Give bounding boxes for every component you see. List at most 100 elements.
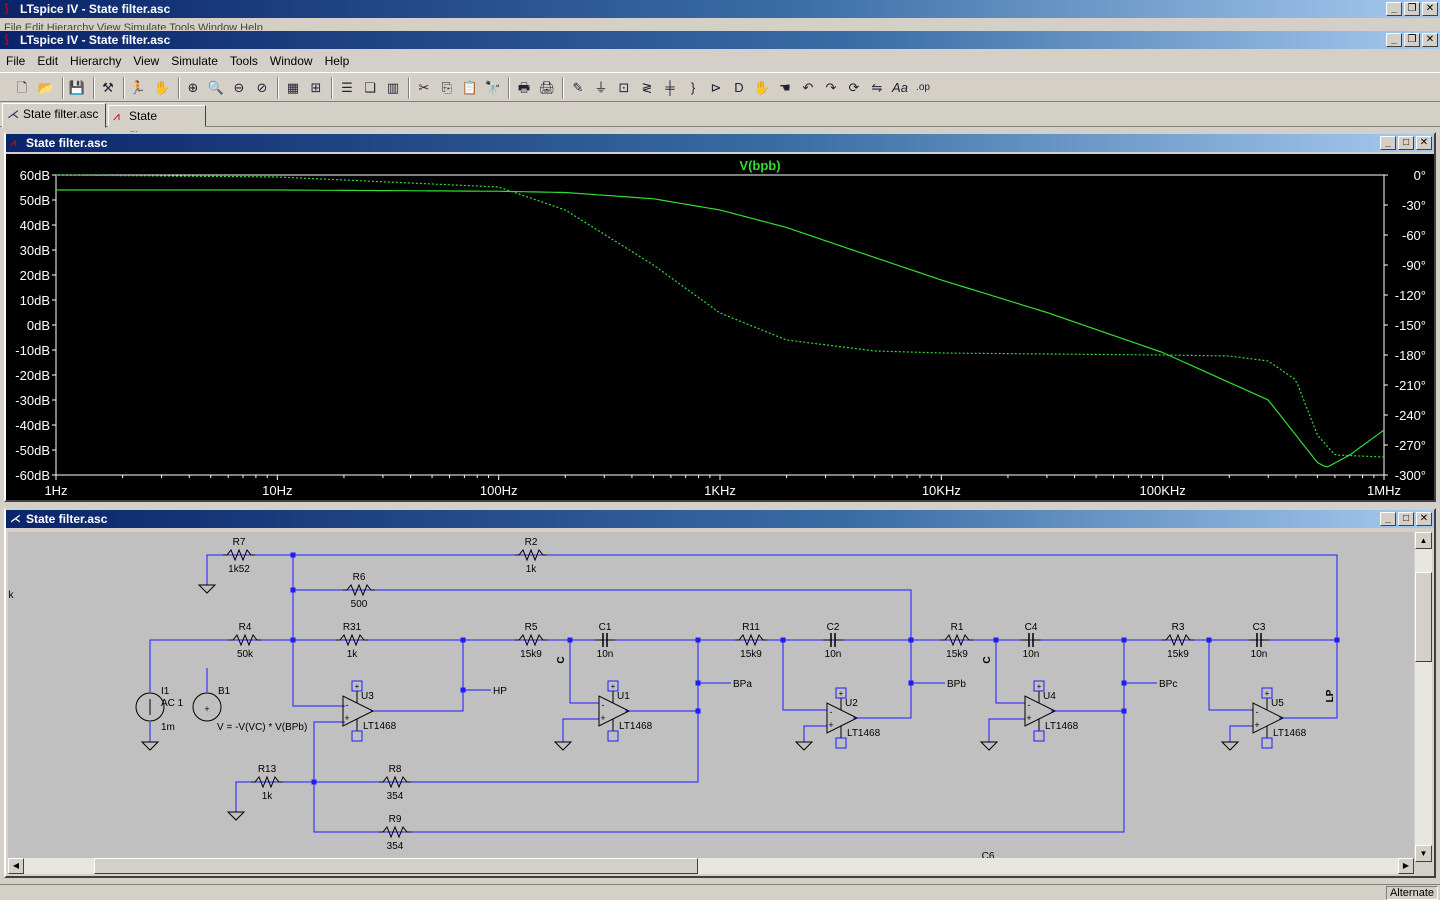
app-close-button[interactable]: ✕ <box>1422 33 1438 47</box>
menu-window[interactable]: Window <box>269 54 313 68</box>
left-tick-label: 40dB <box>20 218 50 233</box>
vertical-scroll-thumb[interactable] <box>1415 572 1432 662</box>
cascade-icon[interactable]: ❏ <box>364 80 376 95</box>
resistor-name: R31 <box>343 622 362 633</box>
plot-close-button[interactable]: ✕ <box>1416 136 1432 150</box>
undo-icon[interactable]: ↶ <box>802 80 814 95</box>
component-icon[interactable]: D <box>734 80 744 95</box>
tab-waveform[interactable]: ⩘ State filter.asc <box>108 105 206 143</box>
run-icon[interactable]: 🏃 <box>129 80 147 95</box>
left-tick-label: -40dB <box>15 418 50 433</box>
zoom-in-icon[interactable]: ⊕ <box>187 80 199 95</box>
inductor-icon[interactable]: } <box>690 80 696 95</box>
tile-vertical-icon[interactable]: ▥ <box>386 80 400 95</box>
halt-icon[interactable]: ✋ <box>153 80 171 95</box>
scroll-right-arrow[interactable]: ▶ <box>1398 858 1414 874</box>
wire-u2-out <box>853 640 912 719</box>
x-tick-label: 10Hz <box>262 483 292 498</box>
print-icon[interactable]: 🖨 <box>538 80 556 95</box>
schematic-icon: ⋌ <box>10 513 21 525</box>
opamp-symbol <box>1024 695 1057 727</box>
tab-schematic[interactable]: ⋌ State filter.asc <box>2 103 106 128</box>
resistor-value: 500 <box>351 599 368 610</box>
wire-u4-out <box>1051 640 1125 712</box>
paste-icon[interactable]: 📋 <box>461 80 479 95</box>
opamp-name: U1 <box>617 691 630 702</box>
wire-icon[interactable]: ✎ <box>572 80 584 95</box>
tile-horizontal-icon[interactable]: ☰ <box>341 80 353 95</box>
schematic-minimize-button[interactable]: _ <box>1380 512 1396 526</box>
diode-icon[interactable]: ⊳ <box>710 80 722 95</box>
plot-maximize-button[interactable]: □ <box>1398 136 1414 150</box>
grid-icon[interactable]: ⊞ <box>310 80 322 95</box>
vertical-scrollbar[interactable]: ▲ ▼ <box>1414 532 1432 862</box>
horizontal-scrollbar[interactable]: ◀ ▶ <box>8 858 1414 874</box>
app-title-bar: ⟆ LTspice IV - State filter.asc _ ❐ ✕ <box>0 31 1440 49</box>
plot-minimize-button[interactable]: _ <box>1380 136 1396 150</box>
menu-hierarchy[interactable]: Hierarchy <box>70 54 122 68</box>
new-schematic-icon[interactable]: 🗋 <box>16 80 28 95</box>
spice-directive-icon[interactable]: .op <box>916 82 930 93</box>
right-tick-label: -300° <box>1395 468 1426 483</box>
control-panel-icon[interactable]: ⚒ <box>102 80 114 95</box>
app-restore-button[interactable]: ❐ <box>1404 33 1420 47</box>
rotate-icon[interactable]: ⟳ <box>848 80 860 95</box>
print-setup-icon[interactable]: 🖶 <box>517 80 531 95</box>
zoom-cancel-icon[interactable]: ⊘ <box>256 80 268 95</box>
ground-symbol <box>140 741 160 751</box>
text-icon[interactable]: Aa <box>892 80 908 95</box>
menu-view[interactable]: View <box>133 54 160 68</box>
menu-edit[interactable]: Edit <box>37 54 59 68</box>
find-icon[interactable]: 🔭 <box>484 80 502 95</box>
scroll-down-arrow[interactable]: ▼ <box>1415 845 1432 862</box>
capacitor-name: C4 <box>1025 622 1038 633</box>
left-tick-label: 10dB <box>20 293 50 308</box>
document-tabs: ⋌ State filter.asc ⩘ State filter.asc <box>0 103 1440 143</box>
waveform-icon: ⩘ <box>113 109 120 123</box>
resistor-name: R1 <box>951 622 964 633</box>
cut-icon[interactable]: ✂ <box>418 80 430 95</box>
menu-simulate[interactable]: Simulate <box>171 54 218 68</box>
resistor-name: R2 <box>525 537 538 548</box>
schematic-close-button[interactable]: ✕ <box>1416 512 1432 526</box>
close-button[interactable]: ✕ <box>1422 2 1438 16</box>
mirror-icon[interactable]: ⇋ <box>871 80 883 95</box>
app-minimize-button[interactable]: _ <box>1386 33 1402 47</box>
label-icon[interactable]: ⊡ <box>618 80 630 95</box>
zoom-out-icon[interactable]: ⊖ <box>233 80 245 95</box>
restore-button[interactable]: ❐ <box>1404 2 1420 16</box>
menu-tools[interactable]: Tools <box>229 54 258 68</box>
schematic-maximize-button[interactable]: □ <box>1398 512 1414 526</box>
opamp-name: U4 <box>1043 691 1056 702</box>
menu-help[interactable]: Help <box>324 54 350 68</box>
horizontal-scroll-thumb[interactable] <box>94 858 698 874</box>
net-label-bpc: BPc <box>1159 679 1177 690</box>
capacitor-icon[interactable]: ╪ <box>665 80 675 95</box>
zoom-box-icon[interactable]: 🔍 <box>207 80 225 95</box>
junction-dot <box>290 637 296 643</box>
redo-icon[interactable]: ↷ <box>825 80 837 95</box>
ground-icon[interactable]: ⏚ <box>594 80 608 95</box>
save-icon[interactable]: 💾 <box>68 80 86 95</box>
drag-icon[interactable]: ☚ <box>779 80 791 95</box>
minimize-button[interactable]: _ <box>1386 2 1402 16</box>
copy-icon[interactable]: ⎘ <box>441 80 453 95</box>
menu-file[interactable]: File <box>6 54 26 68</box>
supply-flag <box>1033 730 1045 742</box>
open-icon[interactable]: 📂 <box>37 80 55 95</box>
i1-name: I1 <box>161 686 170 697</box>
resistor-icon[interactable]: ≷ <box>641 80 653 95</box>
scroll-left-arrow[interactable]: ◀ <box>8 858 24 874</box>
autorange-icon[interactable]: ▦ <box>286 80 300 95</box>
resistor-name: R5 <box>525 622 538 633</box>
wire-r9-feedback <box>313 711 1125 833</box>
opamp-inverting-mark: - <box>602 700 605 710</box>
net-label-bpb: BPb <box>947 679 966 690</box>
magnitude-trace <box>56 189 1385 468</box>
left-tick-label: 60dB <box>20 168 50 183</box>
junction-dot <box>695 708 701 714</box>
scroll-up-arrow[interactable]: ▲ <box>1415 532 1432 549</box>
move-icon[interactable]: ✋ <box>753 80 771 95</box>
